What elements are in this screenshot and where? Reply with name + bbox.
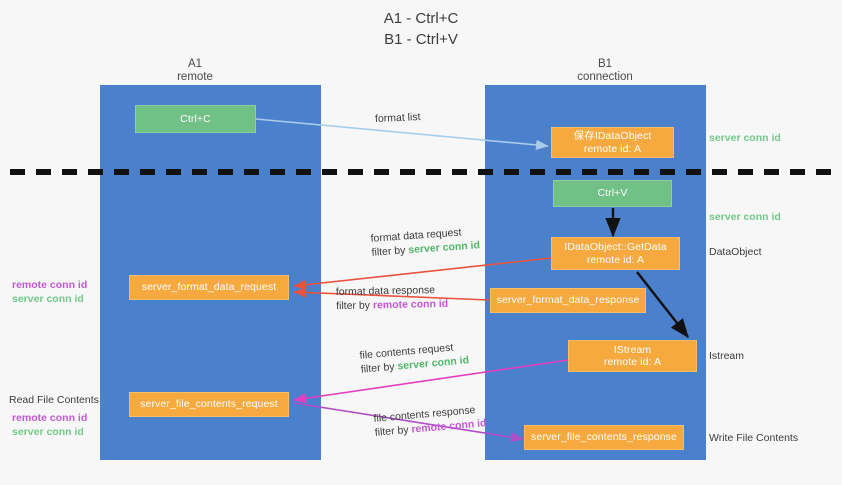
- annotation-dataobject: DataObject: [709, 245, 762, 259]
- edge-label-format-list-text: format list: [374, 111, 421, 125]
- annotation-server-conn-id-2: server conn id: [12, 426, 84, 438]
- fmt-resp-line2-key: remote conn id: [372, 297, 449, 312]
- node-ctrl-c[interactable]: Ctrl+C: [135, 105, 256, 133]
- lane-header-a1: A1 remote: [130, 58, 260, 84]
- annotation-write-file-contents-text: Write File Contents: [709, 432, 799, 444]
- annotation-write-file-contents: Write File Contents: [709, 431, 798, 445]
- title-line-1: A1 - Ctrl+C: [383, 10, 459, 27]
- annotation-conn-ids-lower: remote conn id server conn id: [12, 411, 87, 439]
- annotation-istream: Istream: [709, 349, 744, 363]
- node-istream-line1: IStream: [613, 343, 652, 356]
- node-getdata-line2: remote id: A: [586, 253, 645, 266]
- annotation-server-conn-id-top: server conn id: [709, 131, 781, 145]
- annotation-server-conn-id-mid-text: server conn id: [709, 211, 781, 223]
- edge-label-format-data-response: format data response filter by remote co…: [336, 283, 449, 313]
- node-istream[interactable]: IStream remote id: A: [568, 340, 697, 372]
- node-fmt-resp-label: server_format_data_response: [496, 294, 640, 307]
- node-idataobject-getdata[interactable]: IDataObject::GetData remote id: A: [551, 237, 680, 270]
- node-save-idataobject-line1: 保存IDataObject: [573, 130, 652, 142]
- node-fmt-req-label: server_format_data_request: [141, 281, 277, 294]
- file-req-line2-prefix: filter by: [360, 360, 398, 376]
- annotation-remote-conn-id-2: remote conn id: [12, 412, 88, 424]
- node-file-resp-label: server_file_contents_response: [531, 431, 677, 444]
- node-server-file-contents-response[interactable]: server_file_contents_response: [524, 425, 684, 450]
- node-getdata-line1: IDataObject::GetData: [564, 241, 667, 253]
- fmt-req-line2-key: server conn id: [407, 239, 481, 257]
- node-server-format-data-response[interactable]: server_format_data_response: [490, 288, 646, 313]
- node-istream-line2: remote id: A: [603, 356, 662, 368]
- lane-b1-subtitle: connection: [577, 71, 633, 83]
- node-ctrl-c-label: Ctrl+C: [180, 112, 211, 125]
- lane-a1-name: A1: [187, 58, 203, 70]
- node-file-req-label: server_file_contents_request: [140, 398, 278, 411]
- node-server-format-data-request[interactable]: server_format_data_request: [129, 275, 289, 300]
- edge-label-format-list: format list: [375, 110, 421, 126]
- fmt-resp-line2-prefix: filter by: [336, 299, 374, 313]
- lane-b1-name: B1: [597, 58, 613, 70]
- edge-label-file-contents-response: file contents response filter by remote …: [373, 402, 487, 440]
- page-title: A1 - Ctrl+C B1 - Ctrl+V: [0, 8, 842, 50]
- node-save-idataobject-line2: remote id: A: [583, 142, 642, 155]
- lane-a1-subtitle: remote: [177, 71, 213, 83]
- annotation-server-conn-id-mid: server conn id: [709, 210, 781, 224]
- annotation-conn-ids-upper: remote conn id server conn id: [12, 278, 87, 306]
- node-server-file-contents-request[interactable]: server_file_contents_request: [129, 392, 289, 417]
- node-save-idataobject[interactable]: 保存IDataObject remote id: A: [551, 127, 674, 158]
- annotation-istream-text: Istream: [709, 350, 745, 362]
- annotation-server-conn-id-top-text: server conn id: [709, 132, 781, 144]
- title-line-2: B1 - Ctrl+V: [384, 31, 458, 48]
- lane-header-b1: B1 connection: [530, 58, 680, 84]
- annotation-read-file-contents-text: Read File Contents: [9, 394, 99, 406]
- fmt-req-line2-prefix: filter by: [371, 244, 409, 259]
- node-ctrl-v[interactable]: Ctrl+V: [553, 180, 672, 207]
- file-resp-line2-prefix: filter by: [374, 423, 412, 439]
- edge-label-format-data-request: format data request filter by server con…: [370, 224, 480, 260]
- annotation-dataobject-text: DataObject: [709, 246, 762, 258]
- node-ctrl-v-label: Ctrl+V: [597, 187, 628, 200]
- edge-label-file-contents-request: file contents request filter by server c…: [359, 339, 470, 376]
- annotation-read-file-contents: Read File Contents: [9, 393, 99, 407]
- fmt-resp-line1: format data response: [335, 284, 436, 299]
- annotation-server-conn-id-1: server conn id: [12, 293, 84, 305]
- annotation-remote-conn-id-1: remote conn id: [12, 279, 88, 291]
